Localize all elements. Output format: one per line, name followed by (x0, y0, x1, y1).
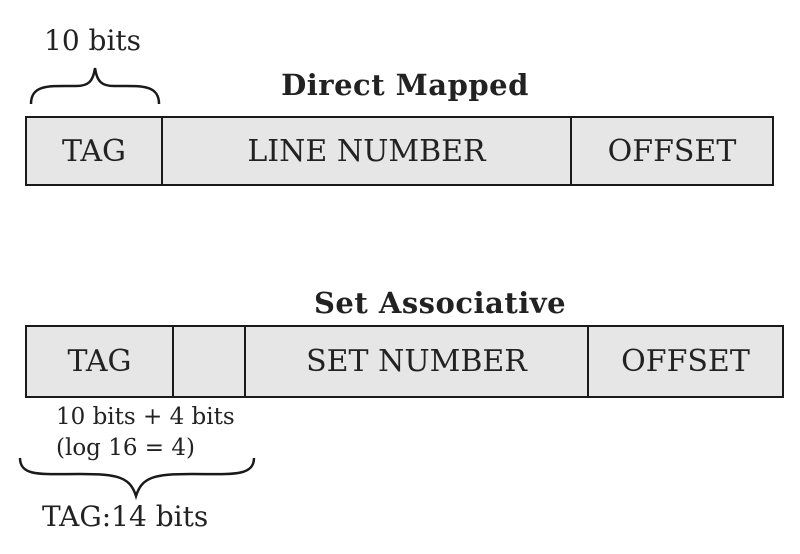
direct-mapped-tag-width-label: 10 bits (44, 24, 142, 57)
set-associative-tag-total-label: TAG:14 bits (42, 500, 209, 533)
set-associative-tag-field: TAG (27, 327, 174, 396)
direct-mapped-tag-field: TAG (27, 118, 163, 184)
set-associative-extra-tag-bits-field (174, 327, 246, 396)
set-associative-tag-bits-note: 10 bits + 4 bits (56, 404, 235, 430)
direct-mapped-title: Direct Mapped (281, 68, 529, 102)
set-associative-title: Set Associative (313, 286, 567, 320)
direct-mapped-line-number-field: LINE NUMBER (163, 118, 572, 184)
set-associative-offset-field: OFFSET (621, 344, 750, 379)
set-associative-set-number-field: SET NUMBER (246, 327, 589, 396)
set-associative-log-note: (log 16 = 4) (56, 435, 195, 461)
set-associative-address-bar: TAG SET NUMBER OFFSET (25, 325, 784, 398)
direct-mapped-offset-field: OFFSET (607, 133, 737, 169)
direct-mapped-address-bar: TAG LINE NUMBER OFFSET (25, 116, 774, 186)
